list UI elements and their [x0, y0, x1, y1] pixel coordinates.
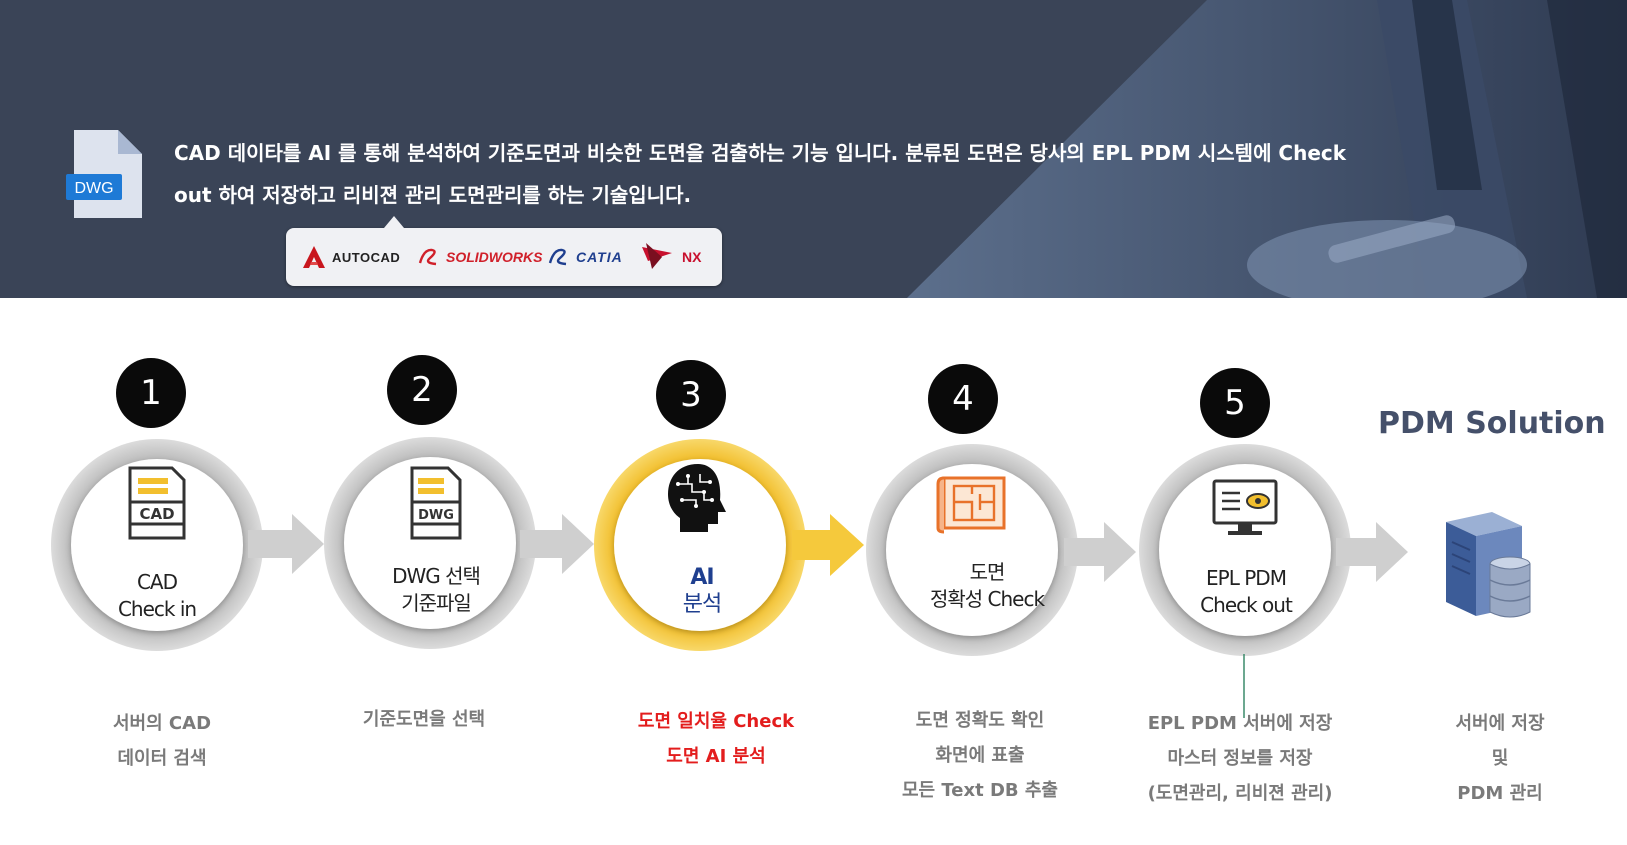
step-label-line: 도면 — [969, 560, 1006, 584]
description-line: 도면 정확도 확인 — [915, 710, 1045, 731]
step-1-ring — [51, 439, 263, 651]
solidworks-logo: SOLIDWORKS — [418, 228, 542, 286]
pdm-description: 서버에 저장 및 PDM 관리 — [1370, 706, 1627, 811]
svg-text:DWG: DWG — [418, 508, 454, 523]
step-label-line: 기준파일 — [401, 591, 472, 615]
step-2-ring — [324, 437, 536, 649]
step-label-line: EPL PDM — [1206, 566, 1287, 590]
step-label-line: 분석 — [682, 592, 722, 617]
process-flow-graphic: CAD DWG — [51, 437, 1531, 718]
step-label-line: DWG 선택 — [392, 564, 481, 588]
dwg-file-icon: DWG — [410, 466, 462, 540]
cad-file-icon: CAD — [128, 466, 186, 540]
description-line: (도면관리, 리비젼 관리) — [1147, 783, 1333, 804]
solidworks-logo-text: SOLIDWORKS — [446, 249, 543, 265]
step-2-number-badge: 2 — [387, 355, 457, 425]
nx-logo: NX — [642, 228, 701, 286]
step-label-line: AI — [690, 565, 714, 590]
description-line: 데이터 검색 — [117, 748, 207, 769]
header-banner: DWG CAD 데이타를 AI 를 통해 분석하여 기준도면과 비슷한 도면을 … — [0, 0, 1627, 298]
step-2-label: DWG 선택 기준파일 — [336, 563, 536, 617]
autocad-a-icon — [303, 246, 325, 268]
step-3-label: AI 분석 — [602, 564, 802, 618]
step-4-number-badge: 4 — [928, 364, 998, 434]
description-line: 모든 Text DB 추출 — [901, 780, 1058, 801]
autocad-logo: AUTOCAD — [302, 228, 400, 286]
ds-solidworks-icon — [418, 248, 437, 266]
description-line: 서버의 CAD — [112, 713, 212, 734]
ai-head-icon — [668, 464, 726, 532]
intro-line: out 하여 저장하고 리비젼 관리 도면관리를 하는 기술입니다. — [174, 183, 692, 207]
step-5-arrow — [1336, 522, 1408, 582]
autocad-logo-text: AUTOCAD — [332, 249, 401, 265]
catia-logo: CATIA — [548, 228, 623, 286]
step-label-line: 정확성 Check — [929, 587, 1045, 611]
description-line: 도면 일치율 Check — [637, 711, 795, 732]
step-3-number-badge: 3 — [656, 360, 726, 430]
description-line: EPL PDM 서버에 저장 — [1147, 713, 1333, 734]
description-line: 및 — [1491, 748, 1509, 769]
dwg-file-icon: DWG — [66, 130, 142, 218]
svg-text:CAD: CAD — [139, 505, 174, 523]
description-line: 서버에 저장 — [1455, 713, 1545, 734]
nx-logo-text: NX — [682, 249, 702, 265]
nx-swoosh-icon — [642, 243, 672, 269]
step-2-description: 기준도면을 선택 — [294, 702, 554, 737]
process-diagram: CAD DWG — [0, 298, 1627, 845]
step-1-number-badge: 1 — [116, 358, 186, 428]
blueprint-icon — [936, 476, 1006, 534]
step-4-arrow — [1064, 522, 1136, 582]
step-label-line: CAD — [136, 570, 178, 594]
step-1-label: CAD Check in — [57, 569, 257, 623]
step-1-description: 서버의 CAD 데이터 검색 — [32, 706, 292, 776]
description-line: 화면에 표출 — [935, 745, 1025, 766]
step-2-arrow — [520, 514, 594, 574]
step-5-label: EPL PDM Check out — [1146, 565, 1346, 619]
server-database-icon — [1446, 512, 1531, 618]
step-4-label: 도면 정확성 Check — [887, 559, 1087, 613]
step-3-arrow — [792, 514, 864, 576]
dwg-file-icon-label: DWG — [74, 180, 113, 197]
description-line: 기준도면을 선택 — [362, 709, 486, 730]
businessman-photo — [907, 0, 1627, 298]
description-line: PDM 관리 — [1457, 783, 1543, 804]
monitor-icon — [1212, 479, 1278, 535]
description-line: 도면 AI 분석 — [666, 746, 766, 767]
step-3-ring — [594, 439, 806, 651]
intro-line: CAD 데이타를 AI 를 통해 분석하여 기준도면과 비슷한 도면을 검출하는… — [174, 141, 1347, 165]
step-3-description: 도면 일치율 Check 도면 AI 분석 — [586, 704, 846, 774]
ds-catia-icon — [548, 248, 567, 266]
step-4-description: 도면 정확도 확인 화면에 표출 모든 Text DB 추출 — [850, 703, 1110, 808]
step-label-line: Check out — [1200, 593, 1293, 617]
intro-text: CAD 데이타를 AI 를 통해 분석하여 기준도면과 비슷한 도면을 검출하는… — [174, 132, 1614, 216]
step-4-ring — [866, 444, 1078, 656]
step-label-line: Check in — [117, 597, 197, 621]
pdm-solution-title: PDM Solution — [1378, 406, 1606, 441]
catia-logo-text: CATIA — [576, 249, 623, 265]
step-5-ring — [1139, 444, 1351, 656]
step-5-description: EPL PDM 서버에 저장 마스터 정보를 저장 (도면관리, 리비젼 관리) — [1110, 706, 1370, 811]
description-line: 마스터 정보를 저장 — [1167, 748, 1313, 769]
step-1-arrow — [248, 514, 324, 574]
cad-logo-panel: AUTOCAD SOLIDWORKS CATIA NX — [286, 216, 722, 286]
step-5-number-badge: 5 — [1200, 368, 1270, 438]
